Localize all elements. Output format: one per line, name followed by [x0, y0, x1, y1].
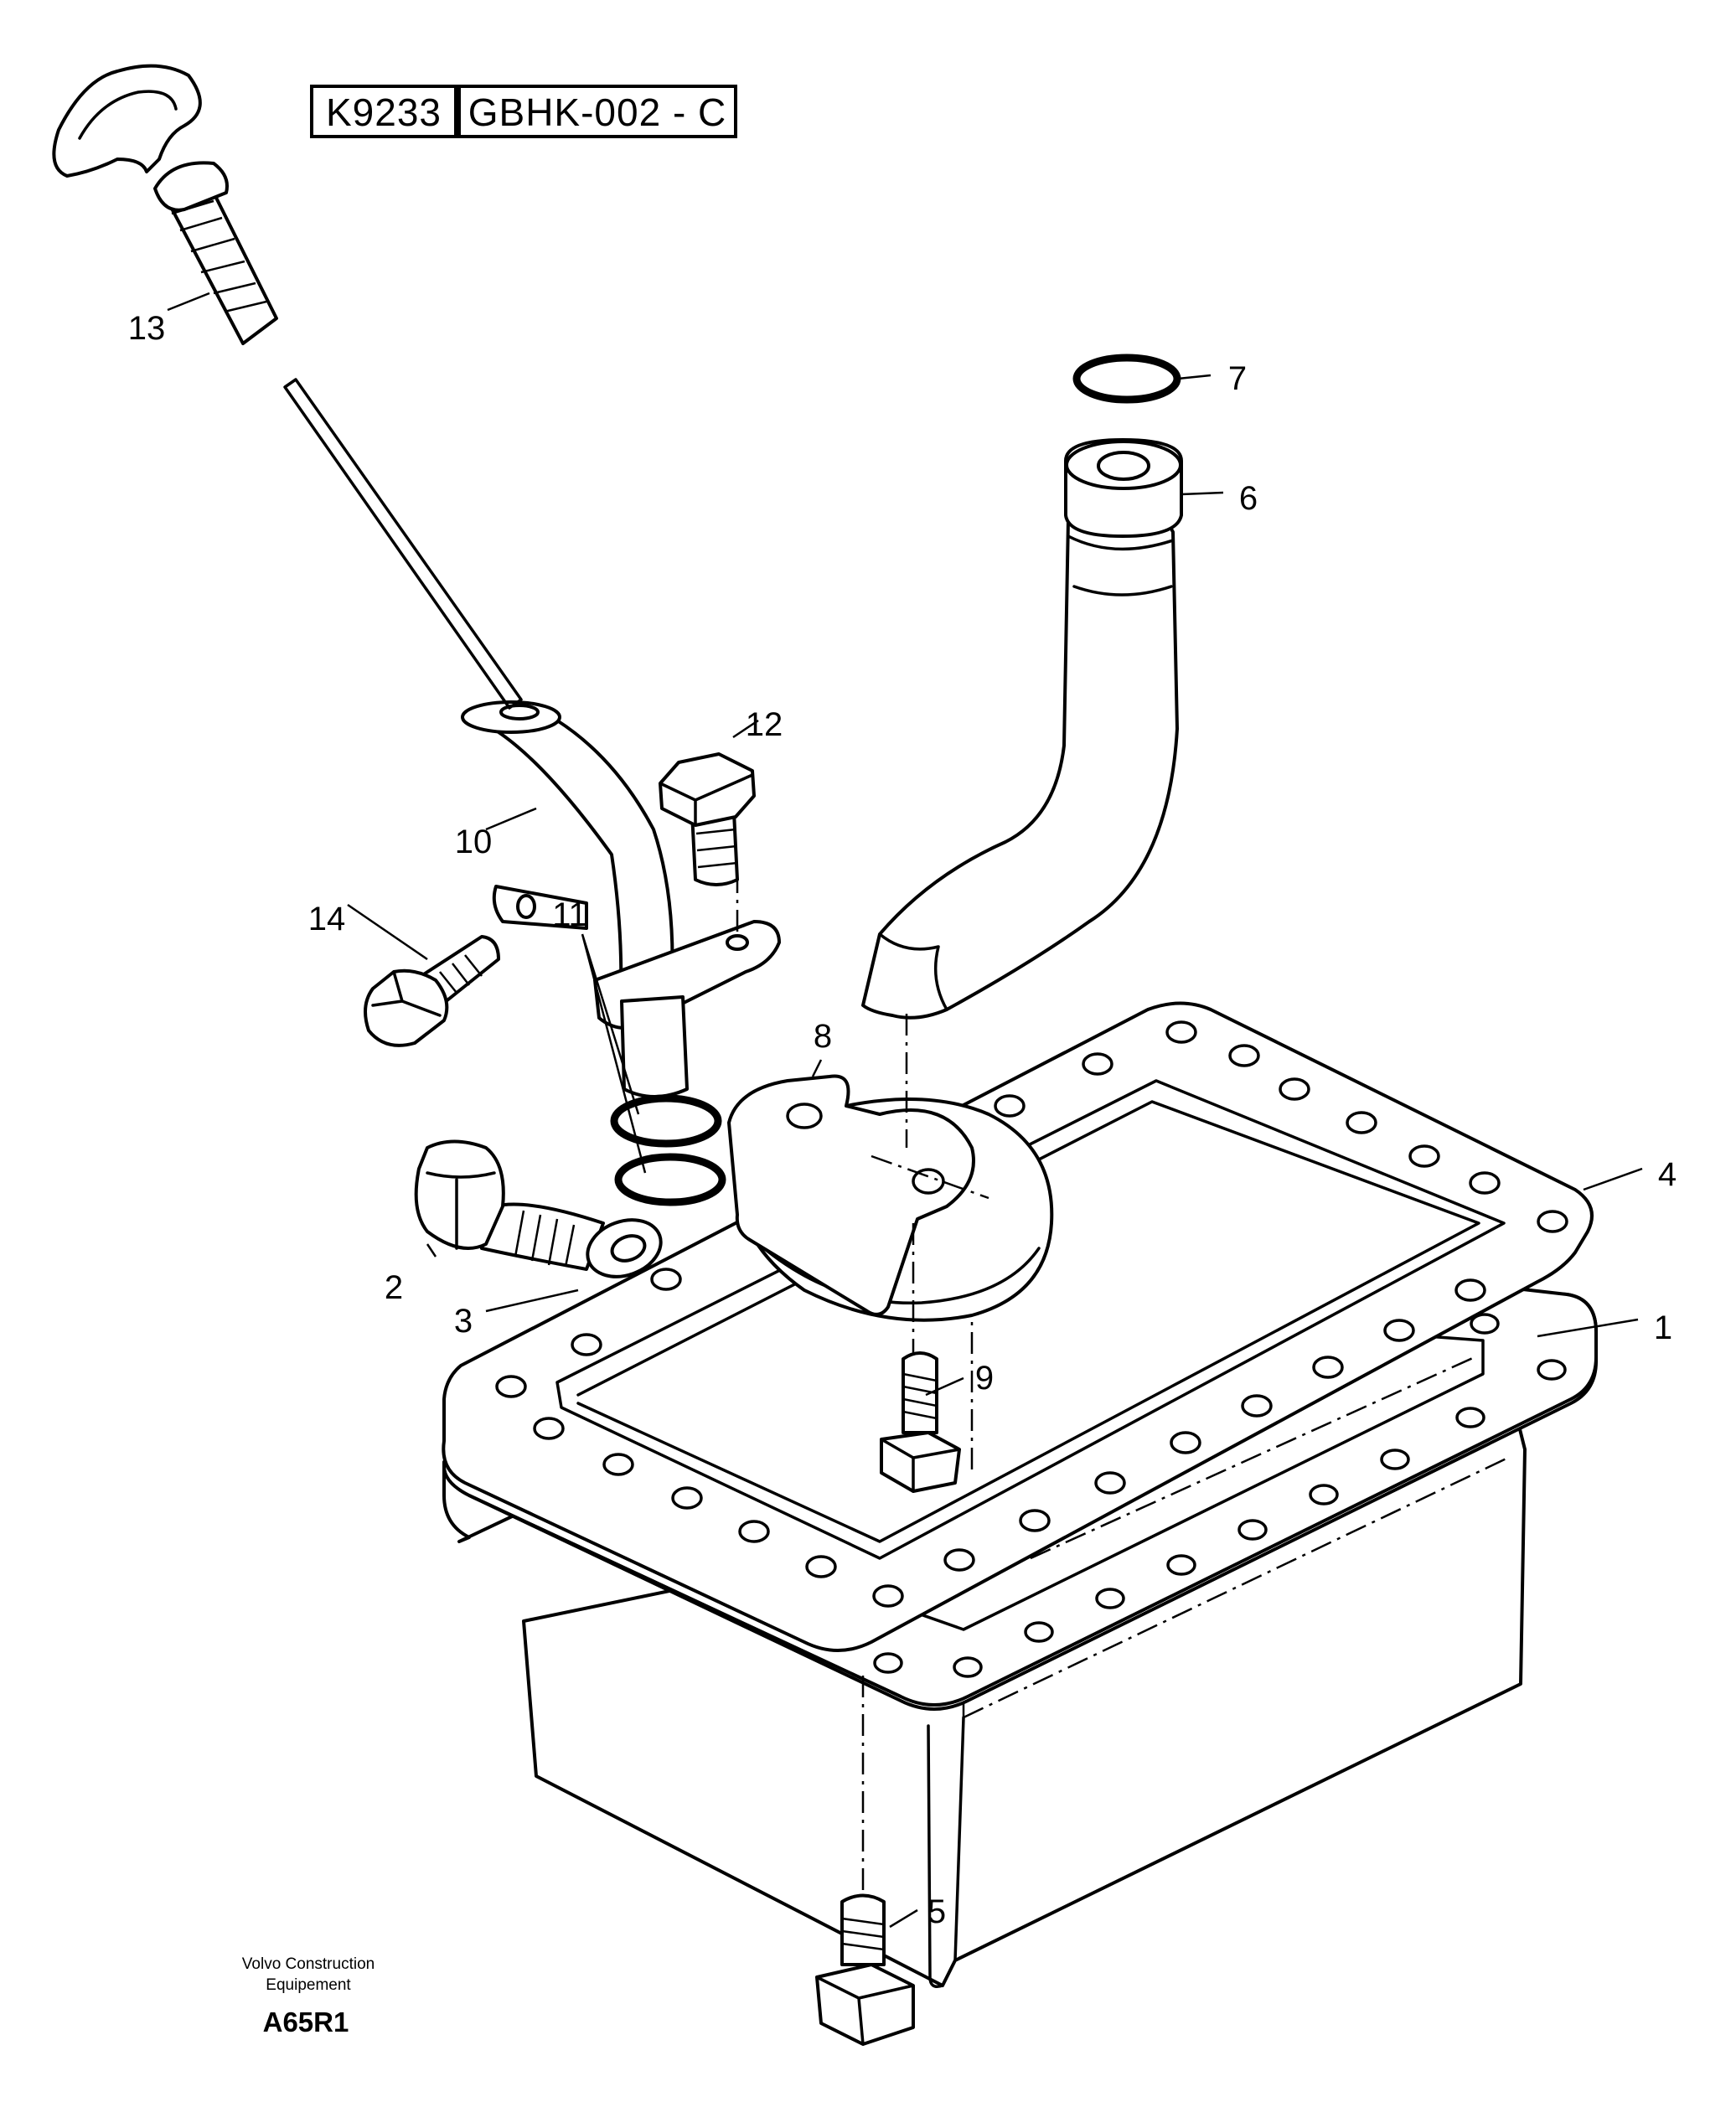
- footer: Volvo Construction Equipement A65R1: [242, 1955, 375, 2037]
- washer-3-icon: [586, 1218, 663, 1278]
- strainer-bracket-icon: [727, 1074, 1054, 1357]
- callout-13: 13: [128, 310, 166, 347]
- manufacturer-line-1: Volvo Construction: [242, 1955, 375, 1973]
- callout-11: 11: [552, 896, 587, 933]
- callout-8: 8: [814, 1018, 832, 1055]
- callout-10: 10: [455, 824, 493, 860]
- gasket-icon: [442, 1001, 1594, 1652]
- drawing-code-box: [457, 85, 737, 138]
- leader-lines: [167, 292, 1643, 1929]
- callout-5: 5: [927, 1893, 946, 1930]
- callout-12: 12: [746, 706, 783, 743]
- ref-code-box: [310, 85, 457, 138]
- drain-plug-5-icon: [815, 1676, 915, 2046]
- callout-14: 14: [308, 901, 346, 937]
- callout-3: 3: [454, 1303, 473, 1340]
- bolt-2-icon: [414, 1139, 605, 1271]
- callout-1: 1: [1654, 1309, 1672, 1346]
- dipstick-icon: [52, 64, 523, 710]
- header-reference: K9233 GBHK-002 - C: [310, 85, 737, 138]
- manufacturer-line-2: Equipement: [266, 1976, 351, 1994]
- pipe-icon: [861, 438, 1183, 1148]
- drawing-code-text: GBHK-002 - C: [468, 90, 727, 134]
- o-ring-7-icon: [1072, 354, 1181, 404]
- callout-7: 7: [1228, 360, 1247, 397]
- callout-labels: 1 2 3 4 5 6 7 8 9 10 11 12 13 14: [128, 310, 1677, 1930]
- callout-9: 9: [975, 1360, 994, 1397]
- callout-2: 2: [385, 1269, 403, 1306]
- ref-code-text: K9233: [326, 90, 442, 134]
- dipstick-tube-icon: [461, 700, 781, 1098]
- gasket-holes: [495, 1020, 1568, 1608]
- bolt-9-icon: [880, 1351, 961, 1493]
- figure-code: A65R1: [263, 2006, 349, 2037]
- bolt-14-icon: [364, 935, 500, 1047]
- callout-6: 6: [1239, 480, 1258, 517]
- o-rings-11-icon: [610, 1094, 726, 1206]
- screw-12-icon: [659, 752, 756, 886]
- callout-4: 4: [1658, 1156, 1677, 1193]
